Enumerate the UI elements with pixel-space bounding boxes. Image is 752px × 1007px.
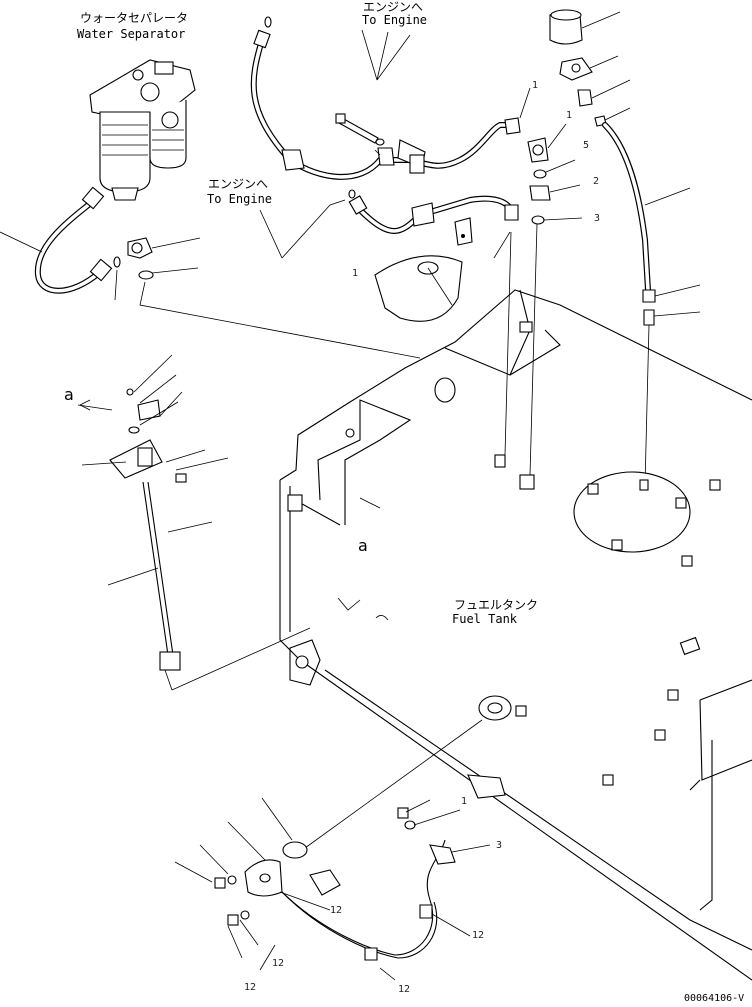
elbow-fitting-right [527, 137, 549, 163]
fuel-tank-jp-label: フュエルタンク [454, 598, 539, 612]
filler-strainer [374, 255, 463, 322]
water-separator-jp-label: ウォータセパレータ [80, 11, 189, 25]
callout-2: 2 [593, 176, 600, 187]
to-engine-mid-jp-label: エンジンへ [208, 177, 269, 191]
water-separator-en-label: Water Separator [77, 27, 186, 41]
straight-fitting [529, 185, 551, 201]
callout-5: 5 [583, 140, 590, 151]
drawing-number: 00064106-V [684, 993, 745, 1004]
nipple-fitting [577, 89, 593, 107]
callout-12e: 12 [398, 984, 411, 995]
sensor-harness [279, 839, 446, 959]
fuel-sender [244, 859, 341, 897]
o-ring [282, 841, 308, 859]
bolt-top [335, 113, 385, 146]
tank-cover-plate [573, 471, 691, 553]
callout-1c: 1 [352, 268, 359, 279]
callout-1b: 1 [566, 110, 573, 121]
callout-1d: 1 [461, 796, 468, 807]
to-engine-mid-en-label: To Engine [207, 192, 273, 206]
vent-hose [602, 122, 651, 293]
elbow-fitting-left [127, 237, 153, 259]
callout-1a: 1 [532, 80, 539, 91]
washer-left [138, 270, 154, 280]
callout-12a: 12 [330, 905, 343, 916]
separator-hose [34, 186, 113, 294]
drain-flange [478, 695, 512, 721]
fuel-tank [279, 289, 752, 981]
callout-12c: 12 [272, 958, 285, 969]
callout-3b: 3 [496, 840, 503, 851]
fuel-tank-en-label: Fuel Tank [452, 612, 518, 626]
callout-3: 3 [594, 213, 601, 224]
callout-12d: 12 [244, 982, 257, 993]
water-separator [89, 59, 196, 201]
to-engine-top-en-label: To Engine [362, 13, 428, 27]
to-engine-top-jp-label: エンジンへ [363, 0, 424, 14]
callout-12b: 12 [472, 930, 485, 941]
cap-top-right [549, 9, 583, 45]
reference-a-upper: a [64, 385, 74, 404]
level-gauge [109, 388, 181, 671]
reference-a-lower: a [358, 536, 368, 555]
mid-fuel-hose [355, 195, 515, 234]
block-fitting [559, 57, 593, 81]
